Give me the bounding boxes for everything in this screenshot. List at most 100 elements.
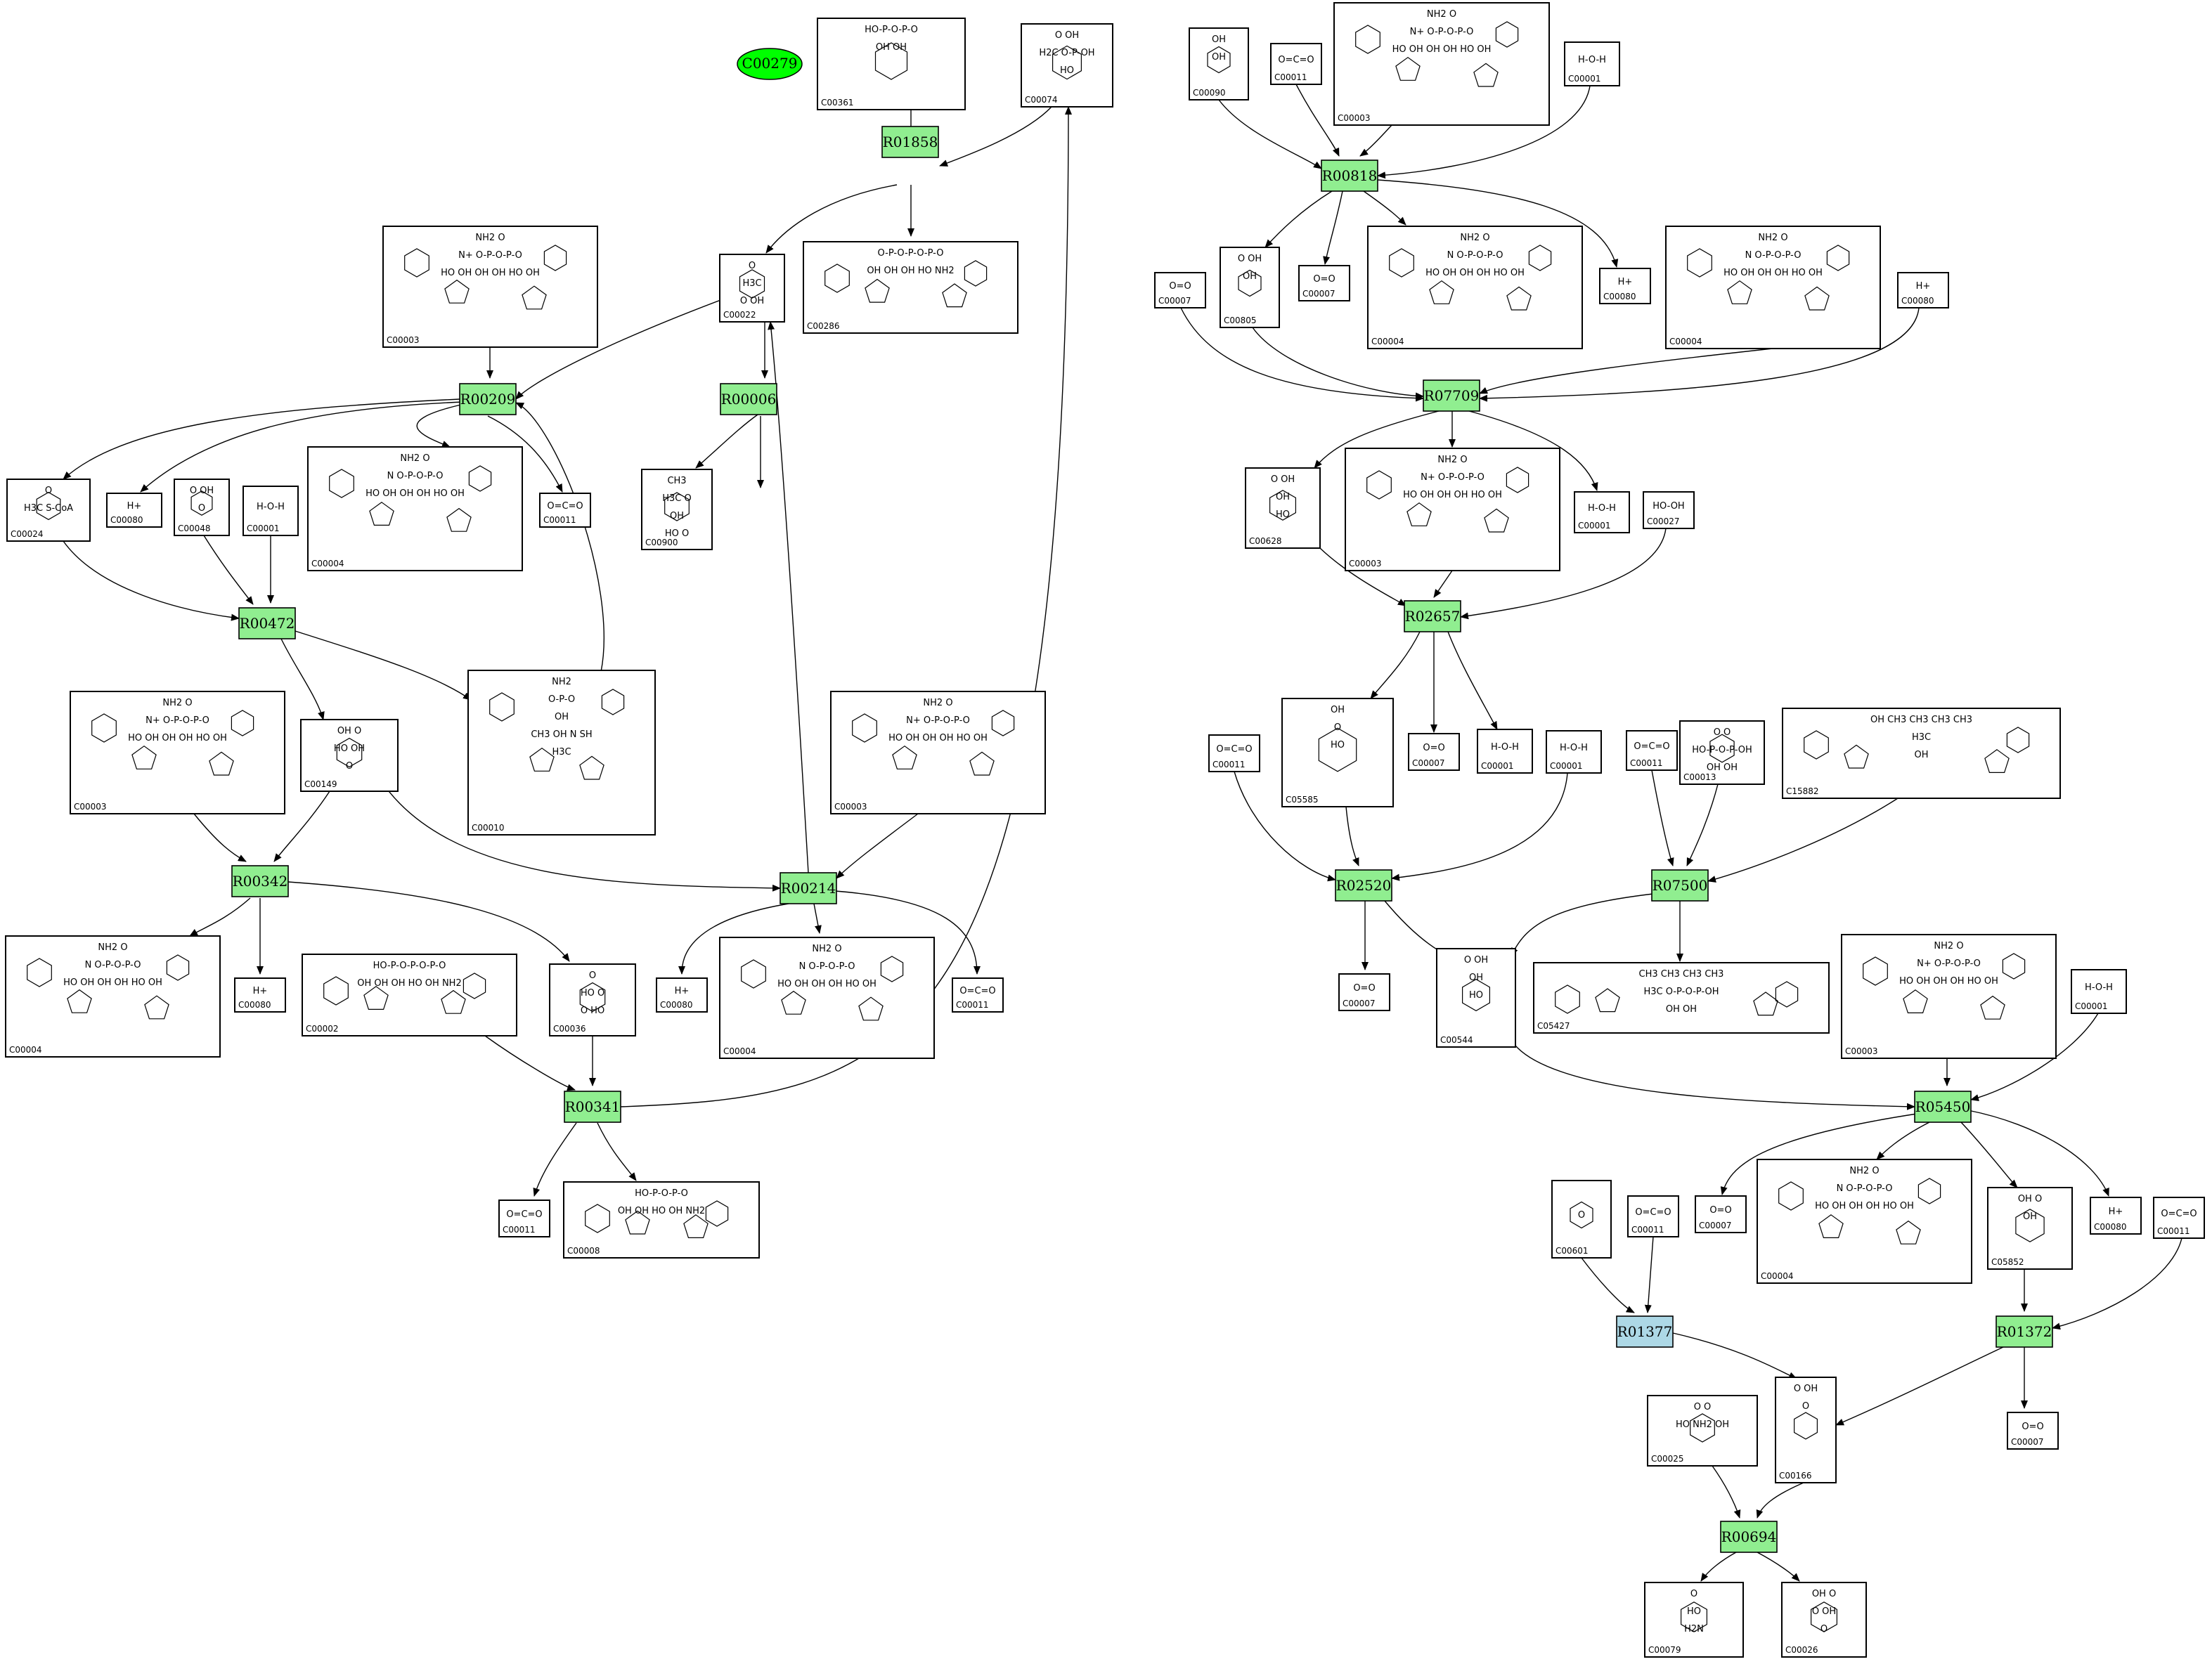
compound-id: C00004 — [1371, 337, 1404, 346]
compound-node[interactable]: H+C00080 — [1599, 268, 1651, 304]
reaction-edge — [1511, 893, 1654, 956]
reaction-node[interactable]: R00472 — [238, 607, 296, 639]
reaction-node[interactable]: R05450 — [1914, 1091, 1972, 1123]
compound-node[interactable]: H+C00080 — [106, 493, 162, 528]
ring-shape — [1804, 730, 1829, 760]
reaction-node[interactable]: R00342 — [231, 865, 289, 897]
compound-id: C00001 — [1481, 761, 1514, 771]
reaction-node[interactable]: R00209 — [459, 383, 517, 415]
compound-node[interactable]: H+C00080 — [234, 977, 286, 1013]
ring-shape — [1917, 1178, 1941, 1204]
reaction-edge — [287, 881, 570, 962]
reaction-node[interactable]: R01372 — [1996, 1315, 2053, 1348]
ring-shape — [1687, 248, 1712, 278]
reaction-node[interactable]: R00006 — [720, 383, 777, 415]
structure-text: OH — [1469, 973, 1483, 983]
reaction-node[interactable]: R00818 — [1321, 160, 1378, 192]
start-node[interactable]: C00279 — [737, 48, 803, 80]
ring-shape — [683, 1214, 709, 1239]
compound-node[interactable]: H+C00080 — [1897, 272, 1949, 308]
structure-text: NH2 O — [400, 453, 429, 464]
compound-node[interactable]: H+C00080 — [2090, 1197, 2142, 1235]
reaction-node[interactable]: R07709 — [1423, 379, 1480, 412]
reaction-node[interactable]: R01858 — [881, 126, 939, 158]
reaction-node[interactable]: R02657 — [1404, 600, 1461, 632]
reaction-node[interactable]: R01377 — [1616, 1315, 1674, 1348]
reaction-node[interactable]: R00214 — [780, 872, 837, 904]
reaction-edge — [939, 106, 1052, 167]
reaction-node[interactable]: R00341 — [564, 1091, 621, 1123]
compound-node[interactable]: H+C00080 — [656, 977, 708, 1013]
ring-shape — [1473, 63, 1499, 87]
structure-text: HO — [1469, 990, 1483, 1001]
reaction-node[interactable]: R00694 — [1720, 1521, 1778, 1553]
ring-shape — [1980, 995, 2005, 1020]
ring-shape — [1207, 46, 1231, 74]
reaction-node[interactable]: R02520 — [1335, 869, 1392, 902]
reaction-edge — [63, 398, 460, 480]
compound-id: C00025 — [1651, 1454, 1684, 1464]
ring-shape — [1555, 984, 1580, 1014]
reaction-node[interactable]: R07500 — [1651, 869, 1709, 902]
